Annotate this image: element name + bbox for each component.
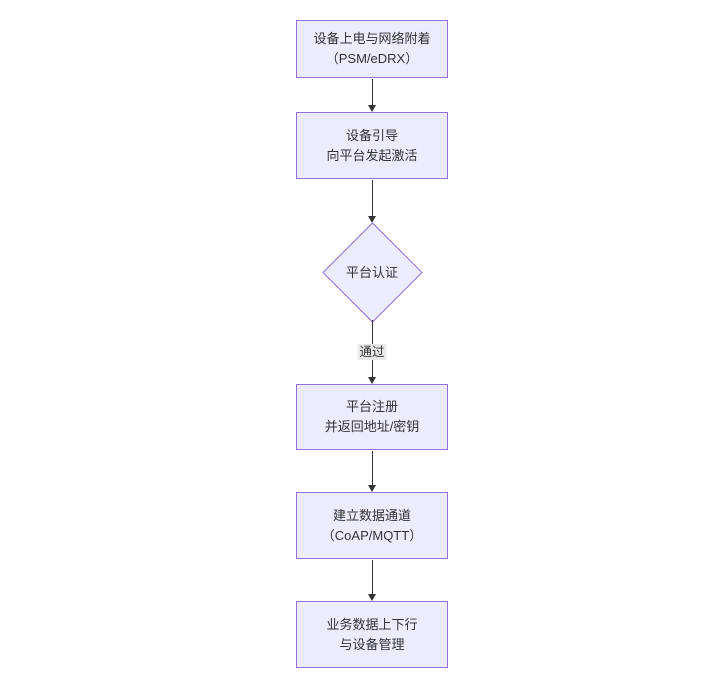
flow-node-data-channel: 建立数据通道 （CoAP/MQTT） [296, 492, 448, 559]
node-text-line: 设备引导 [345, 127, 398, 143]
flow-node-business-data-device-mgmt: 业务数据上下行 与设备管理 [296, 601, 448, 668]
node-text-line: 建立数据通道 [332, 507, 411, 523]
flow-node-platform-register: 平台注册 并返回地址/密钥 [296, 384, 448, 450]
edge-line [372, 451, 373, 487]
edge-line [372, 79, 373, 107]
edge-arrow [368, 451, 377, 492]
flow-node-power-network-attach: 设备上电与网络附着 （PSM/eDRX） [296, 20, 448, 78]
node-text-line: 平台认证 [345, 265, 398, 280]
arrowhead-down-icon [368, 377, 376, 384]
flow-node-platform-auth-decision: 平台认证 [322, 222, 423, 323]
arrowhead-down-icon [368, 594, 376, 601]
node-text-line: 并返回地址/密钥 [324, 419, 420, 434]
flow-node-device-bootstrap: 设备引导 向平台发起激活 [296, 112, 448, 179]
edge-line [372, 560, 373, 596]
node-text-line: 业务数据上下行 [326, 616, 418, 632]
node-text-line: 与设备管理 [339, 636, 405, 652]
node-text-line: 向平台发起激活 [326, 147, 418, 163]
node-text-line: 设备上电与网络附着 [313, 31, 431, 46]
edge-line [372, 180, 373, 218]
node-text-line: 平台注册 [345, 399, 398, 414]
node-text-line: （PSM/eDRX） [325, 51, 419, 66]
edge-arrow [368, 79, 377, 112]
node-text-line: （CoAP/MQTT） [321, 527, 423, 543]
arrowhead-down-icon [368, 216, 376, 223]
edge-arrow [368, 180, 377, 223]
arrowhead-down-icon [368, 485, 376, 492]
arrowhead-down-icon [368, 105, 376, 112]
edge-label-pass: 通过 [357, 344, 387, 360]
edge-arrow [368, 560, 377, 601]
